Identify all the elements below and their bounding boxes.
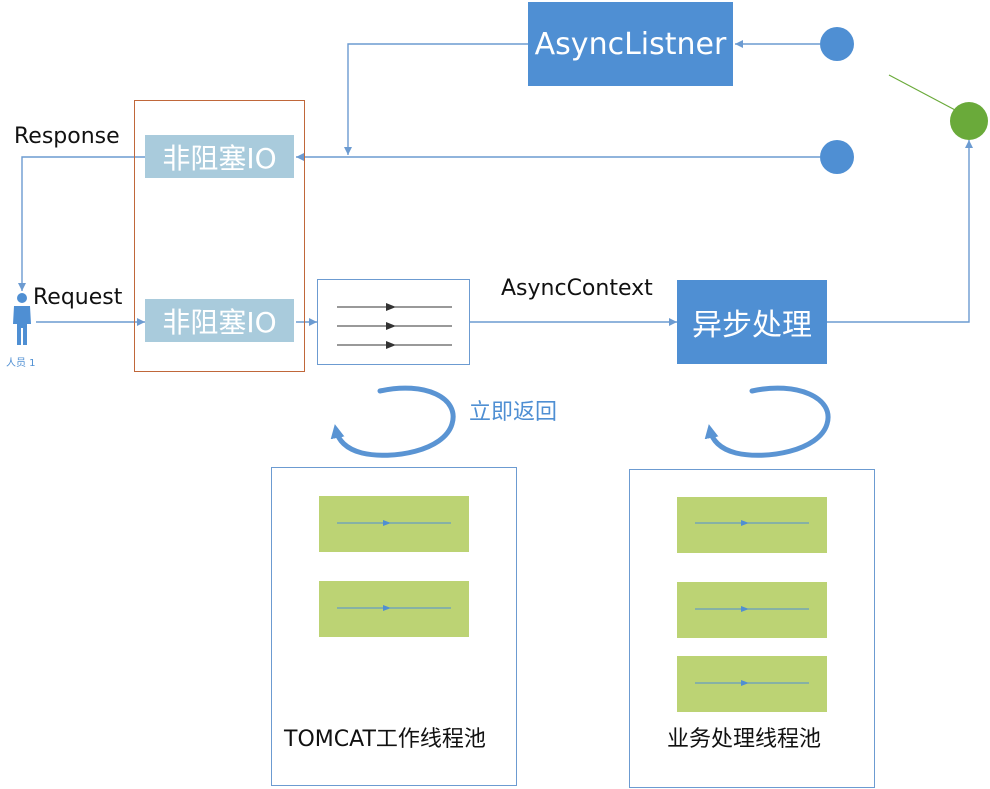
business-thread-1-arrow [695, 520, 809, 526]
nio-box-request[interactable]: 非阻塞IO [145, 299, 294, 342]
return-swirl-business [704, 385, 831, 458]
nio-box-response[interactable]: 非阻塞IO [145, 135, 294, 178]
event-node-bottom [820, 140, 854, 174]
nio-bottom-label: 非阻塞IO [162, 305, 277, 339]
tomcat-thread-1 [319, 496, 469, 552]
tomcat-thread-2-arrow [337, 605, 451, 611]
connector-listener-to-response [344, 43, 528, 155]
nio-top-label: 非阻塞IO [162, 141, 277, 175]
queue-arrow-1 [386, 303, 396, 311]
business-thread-1 [677, 497, 827, 553]
business-thread-2-arrow [695, 606, 809, 612]
return-swirl-tomcat [330, 385, 456, 458]
queue-arrow-3 [386, 341, 396, 349]
person-icon [13, 293, 31, 345]
business-thread-3 [677, 656, 827, 712]
queue-arrow-2 [386, 322, 396, 330]
person-caption: 人员 1 [6, 358, 36, 369]
async-processing-label: 异步处理 [692, 308, 812, 343]
request-queue-box [317, 279, 470, 365]
async-processing-box[interactable]: 异步处理 [677, 280, 827, 364]
async-listener-label: AsyncListner [534, 26, 727, 62]
nio-container [134, 100, 305, 372]
business-pool-caption: 业务处理线程池 [667, 727, 822, 752]
immediate-return-label: 立即返回 [469, 400, 558, 425]
connector-response-to-person [18, 156, 145, 291]
connector-async-to-node [827, 140, 973, 323]
tomcat-thread-1-arrow [337, 520, 451, 526]
async-listener-box[interactable]: AsyncListner [528, 2, 733, 86]
connector-node-link [888, 74, 958, 112]
event-node-top [820, 27, 854, 61]
response-label: Response [14, 124, 120, 149]
business-thread-2 [677, 582, 827, 638]
async-context-label: AsyncContext [501, 276, 653, 301]
completion-node [950, 102, 988, 140]
tomcat-thread-2 [319, 581, 469, 637]
business-thread-3-arrow [695, 680, 809, 686]
tomcat-pool-caption: TOMCAT工作线程池 [284, 727, 486, 752]
request-label: Request [33, 285, 123, 310]
